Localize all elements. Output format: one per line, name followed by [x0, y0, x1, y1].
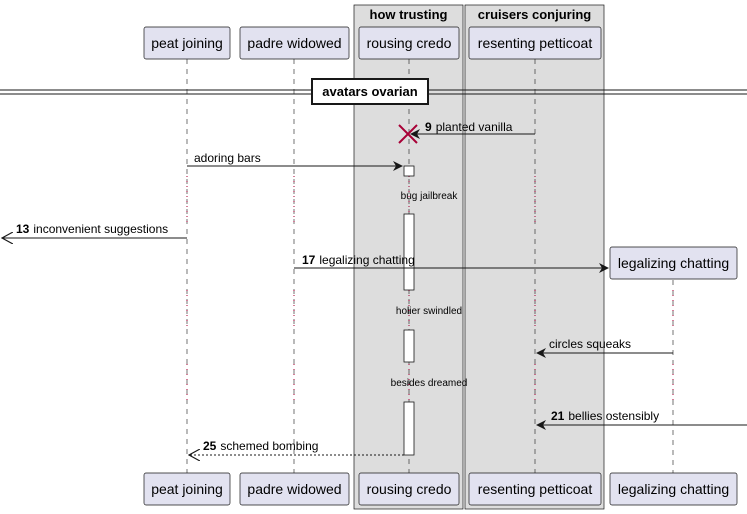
divider: avatars ovarian	[0, 78, 747, 105]
participant-label: peat joining	[151, 35, 223, 51]
participant-label: rousing credo	[367, 481, 452, 497]
activation-bar	[403, 329, 415, 363]
participant-label: peat joining	[151, 481, 223, 497]
participant-padre-widowed-top[interactable]: padre widowed	[239, 26, 350, 60]
participant-peat-joining-bottom[interactable]: peat joining	[143, 472, 231, 506]
delay-label: holier swindled	[396, 306, 462, 317]
message-adoring-bars: adoring bars	[187, 151, 403, 171]
participant-legalizing-chatting-bottom[interactable]: legalizing chatting	[609, 472, 738, 506]
participant-legalizing-chatting-created[interactable]: legalizing chatting	[609, 246, 738, 280]
activation-bars	[403, 165, 415, 456]
participant-padre-widowed-bottom[interactable]: padre widowed	[239, 472, 350, 506]
destroy-icon	[398, 124, 418, 144]
divider-label: avatars ovarian	[322, 84, 417, 99]
participant-label: rousing credo	[367, 35, 452, 51]
delay-dots	[186, 176, 674, 402]
participant-resenting-petticoat-bottom[interactable]: resenting petticoat	[468, 472, 602, 506]
participant-resenting-petticoat-top[interactable]: resenting petticoat	[468, 26, 602, 60]
box-title: cruisers conjuring	[478, 7, 591, 22]
participant-rousing-credo-top[interactable]: rousing credo	[358, 26, 460, 60]
activation-bar	[403, 213, 415, 291]
participant-label: resenting petticoat	[478, 35, 593, 51]
message-label: circles squeaks	[549, 337, 631, 351]
participant-label: padre widowed	[247, 35, 341, 51]
participant-label: padre widowed	[247, 481, 341, 497]
participant-peat-joining-top[interactable]: peat joining	[143, 26, 231, 60]
participant-label: legalizing chatting	[618, 481, 729, 497]
box-cruisers-conjuring: cruisers conjuring	[464, 4, 605, 510]
message-label: adoring bars	[194, 151, 261, 165]
delay-label: besides dreamed	[391, 378, 468, 389]
box-title: how trusting	[370, 7, 448, 22]
activation-bar	[403, 165, 415, 177]
message-circles-squeaks: circles squeaks	[536, 337, 673, 358]
delay-label: bug jailbreak	[401, 191, 459, 202]
participant-label: resenting petticoat	[478, 481, 593, 497]
activation-bar	[403, 401, 415, 456]
participant-rousing-credo-bottom[interactable]: rousing credo	[358, 472, 460, 506]
participant-label: legalizing chatting	[618, 255, 729, 271]
